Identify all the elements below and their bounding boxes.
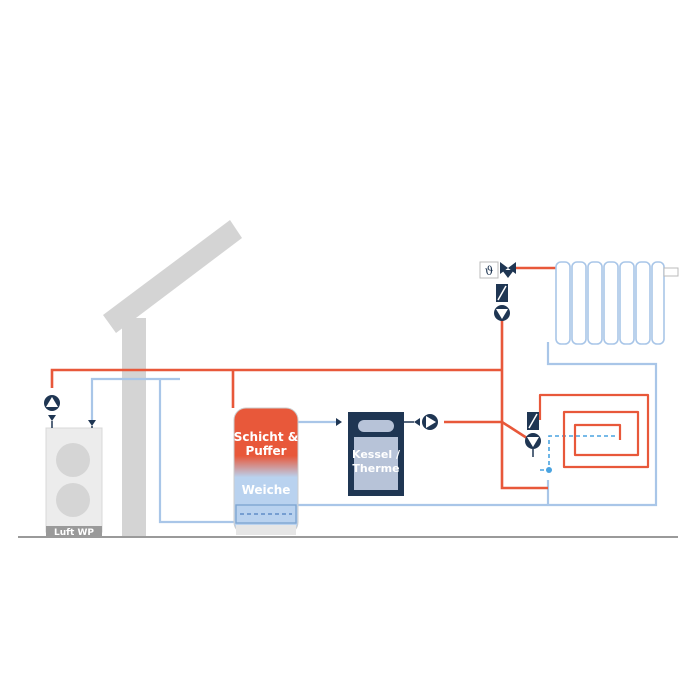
return-pipe-main — [298, 342, 658, 507]
tank-top-label-2: Puffer — [245, 444, 286, 458]
floor-heating-coil — [538, 393, 650, 469]
check-valve-icon — [414, 418, 420, 426]
tank-body — [233, 407, 299, 535]
check-valve-icon — [336, 418, 342, 426]
boiler-unit: Kessel / Therme — [336, 412, 438, 496]
chimney-wall — [122, 318, 146, 536]
radiator-vent — [663, 267, 679, 277]
tank-foot — [236, 525, 296, 535]
thermostat-symbol: ϑ — [485, 264, 494, 278]
valve-icon — [502, 270, 514, 278]
supply-pipes — [50, 266, 558, 490]
pump-arrow — [527, 437, 539, 447]
radiator-fin — [603, 261, 619, 345]
pump-arrow — [426, 416, 436, 428]
return-pipe-tank-left — [158, 379, 236, 524]
buffer-tank: Schicht & Puffer Weiche — [233, 407, 299, 535]
radiator-icon — [555, 261, 679, 345]
radiator-fin — [619, 261, 635, 345]
bypass-junction — [546, 467, 552, 473]
fan-icon — [56, 483, 90, 517]
pump-arrow — [496, 309, 508, 319]
thermostat-icon — [479, 261, 499, 279]
radiator-fin — [635, 261, 651, 345]
radiator-fin — [555, 261, 571, 345]
check-valve-icon — [88, 420, 96, 426]
bypass-dashed-pipe — [540, 435, 618, 471]
return-pipe-heatpump — [90, 377, 180, 420]
heat-pump-label-plate — [46, 526, 102, 537]
building-silhouette — [103, 220, 242, 536]
valve-icon — [500, 262, 508, 274]
tank-heat-exchanger — [235, 504, 297, 524]
check-valve-icon — [48, 415, 56, 421]
roof-beam — [103, 220, 242, 333]
boiler-label-2: Therme — [352, 462, 399, 475]
actuator-mark — [497, 285, 507, 301]
supply-pipe-floor — [501, 420, 531, 442]
floor-heating-loop — [538, 393, 650, 469]
return-pipes — [90, 342, 658, 524]
floor-heating-controls — [525, 412, 541, 457]
radiator-fin — [651, 261, 665, 345]
supply-pipe-main — [50, 368, 502, 388]
boiler-panel — [354, 437, 398, 490]
fan-icon — [56, 443, 90, 477]
radiator-fin — [571, 261, 587, 345]
heat-pump-label: Luft WP — [54, 528, 94, 538]
tank-bottom-label: Weiche — [242, 483, 291, 497]
pump-arrow — [46, 397, 58, 407]
radiator-fin — [587, 261, 603, 345]
heat-pump-unit: Luft WP — [44, 395, 103, 538]
valve-icon — [508, 262, 516, 274]
radiator-controls: ϑ — [479, 261, 516, 321]
supply-pipe-radiator — [500, 320, 548, 490]
boiler-label-1: Kessel / — [352, 448, 401, 461]
actuator-mark — [528, 413, 538, 429]
boiler-display — [358, 420, 394, 432]
tank-top-label-1: Schicht & — [234, 430, 298, 444]
